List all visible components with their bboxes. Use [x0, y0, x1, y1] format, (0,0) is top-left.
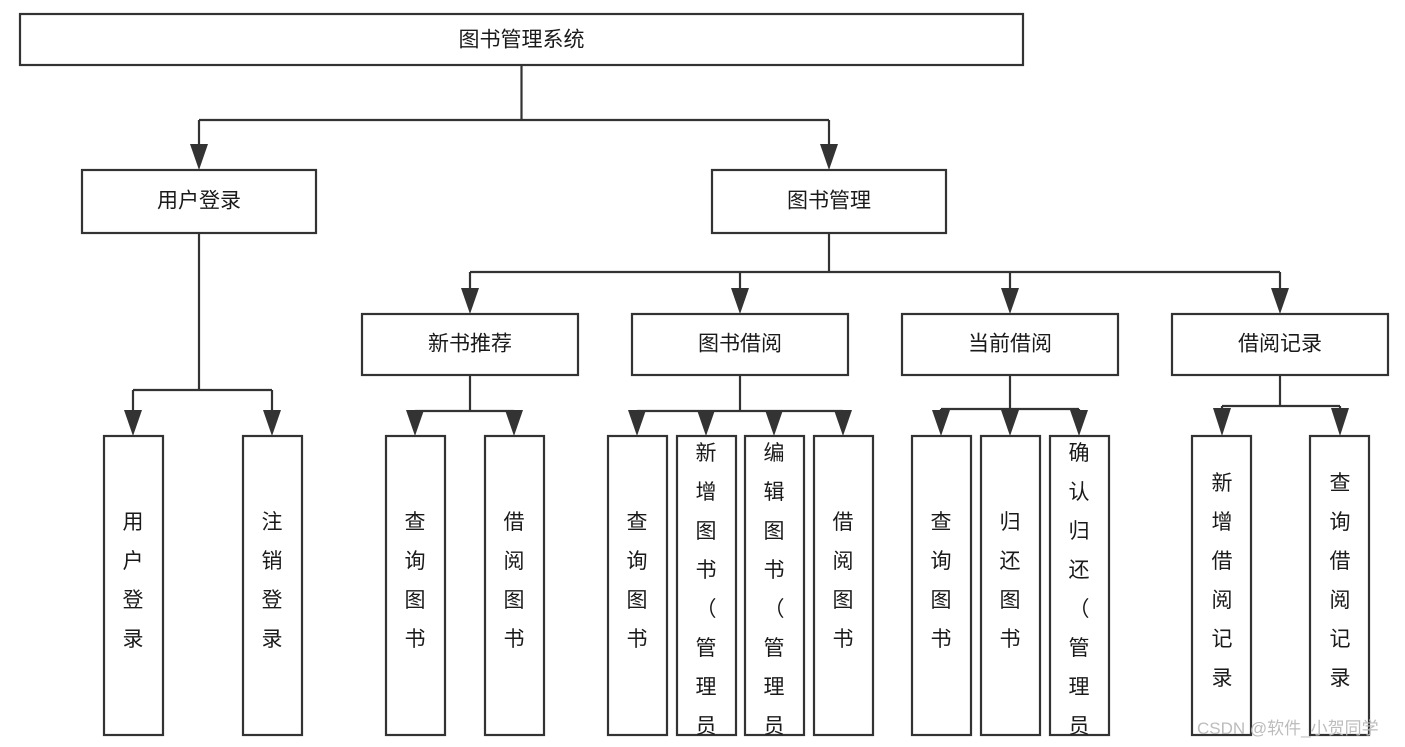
- node-borrow-record[interactable]: 借阅记录: [1170, 312, 1390, 377]
- leaf-query-book-1-label: 查询图书: [405, 511, 426, 651]
- leaf-borrow-book-1-label: 借阅图书: [504, 511, 525, 651]
- leaf-query-book-3[interactable]: 查询图书: [910, 434, 973, 737]
- arrow-to-book-borrow: [731, 288, 749, 314]
- arrow-to-new-book-recommend: [461, 288, 479, 314]
- leaf-edit-book-label: 编辑图书（管理员）: [764, 442, 785, 747]
- arrow-to-leaf-add-record: [1213, 408, 1231, 436]
- arrow-to-leaf-query-book-3: [932, 410, 950, 436]
- arrow-to-book-management: [820, 144, 838, 170]
- csdn-watermark: CSDN @软件_小贺同学: [1197, 719, 1379, 738]
- node-root-system[interactable]: 图书管理系统: [18, 12, 1025, 67]
- leaf-query-book-3-label: 查询图书: [931, 511, 952, 651]
- connector-group-book-borrow: [628, 375, 852, 436]
- leaf-add-book[interactable]: 新增图书（管理员）: [675, 434, 738, 747]
- node-book-management[interactable]: 图书管理: [710, 168, 948, 235]
- node-new-book-recommend-label: 新书推荐: [428, 333, 512, 356]
- connector-group-current-borrow: [932, 375, 1088, 436]
- leaf-query-book-2-label: 查询图书: [627, 511, 648, 651]
- connector-group-borrow-record: [1213, 375, 1349, 436]
- connector-group-new-book-recommend: [406, 375, 523, 436]
- leaf-borrow-book-2-label: 借阅图书: [833, 511, 854, 651]
- node-book-borrow-label: 图书借阅: [698, 333, 782, 356]
- leaf-user-login[interactable]: 用户登录: [102, 434, 165, 737]
- leaf-query-book-2[interactable]: 查询图书: [606, 434, 669, 737]
- leaf-return-book[interactable]: 归还图书: [979, 434, 1042, 737]
- connector-group-book-management: [461, 233, 1289, 314]
- arrow-to-leaf-return-book: [1001, 410, 1019, 436]
- arrow-to-leaf-add-book: [697, 410, 715, 436]
- node-borrow-record-label: 借阅记录: [1238, 333, 1322, 356]
- leaf-user-login-label: 用户登录: [123, 511, 144, 651]
- connector-group-root: [190, 65, 838, 170]
- leaf-borrow-book-1[interactable]: 借阅图书: [483, 434, 546, 737]
- leaf-confirm-return[interactable]: 确认归还（管理员）: [1048, 434, 1111, 747]
- connector-group-user-login: [124, 233, 281, 436]
- arrow-to-leaf-user-login: [124, 410, 142, 436]
- node-user-login[interactable]: 用户登录: [80, 168, 318, 235]
- arrow-to-leaf-query-record: [1331, 408, 1349, 436]
- arrow-to-leaf-edit-book: [765, 410, 783, 436]
- node-new-book-recommend[interactable]: 新书推荐: [360, 312, 580, 377]
- arrow-to-leaf-query-book-2: [628, 410, 646, 436]
- leaf-return-book-label: 归还图书: [1000, 511, 1021, 651]
- leaf-borrow-book-2[interactable]: 借阅图书: [812, 434, 875, 737]
- arrow-to-user-login: [190, 144, 208, 170]
- leaf-query-record[interactable]: 查询借阅记录: [1308, 434, 1371, 737]
- node-book-management-label: 图书管理: [787, 190, 871, 213]
- arrow-to-leaf-borrow-book-2: [834, 410, 852, 436]
- leaf-edit-book[interactable]: 编辑图书（管理员）: [743, 434, 806, 747]
- arrow-to-current-borrow: [1001, 288, 1019, 314]
- node-current-borrow[interactable]: 当前借阅: [900, 312, 1120, 377]
- leaf-add-record-label: 新增借阅记录: [1212, 472, 1233, 690]
- leaf-add-book-label: 新增图书（管理员）: [696, 442, 717, 747]
- leaf-add-record[interactable]: 新增借阅记录: [1190, 434, 1253, 737]
- leaf-query-book-1[interactable]: 查询图书: [384, 434, 447, 737]
- node-current-borrow-label: 当前借阅: [968, 333, 1052, 356]
- leaf-logout-login[interactable]: 注销登录: [241, 434, 304, 737]
- arrow-to-leaf-confirm-return: [1070, 410, 1088, 436]
- arrow-to-borrow-record: [1271, 288, 1289, 314]
- leaf-confirm-return-label: 确认归还（管理员）: [1069, 442, 1090, 747]
- leaf-logout-login-label: 注销登录: [262, 511, 283, 651]
- leaf-query-record-label: 查询借阅记录: [1330, 472, 1351, 690]
- node-user-login-label: 用户登录: [157, 190, 241, 213]
- node-book-borrow[interactable]: 图书借阅: [630, 312, 850, 377]
- arrow-to-leaf-logout-login: [263, 410, 281, 436]
- node-root-system-label: 图书管理系统: [459, 29, 585, 52]
- arrow-to-leaf-query-book-1: [406, 410, 424, 436]
- arrow-to-leaf-borrow-book-1: [505, 410, 523, 436]
